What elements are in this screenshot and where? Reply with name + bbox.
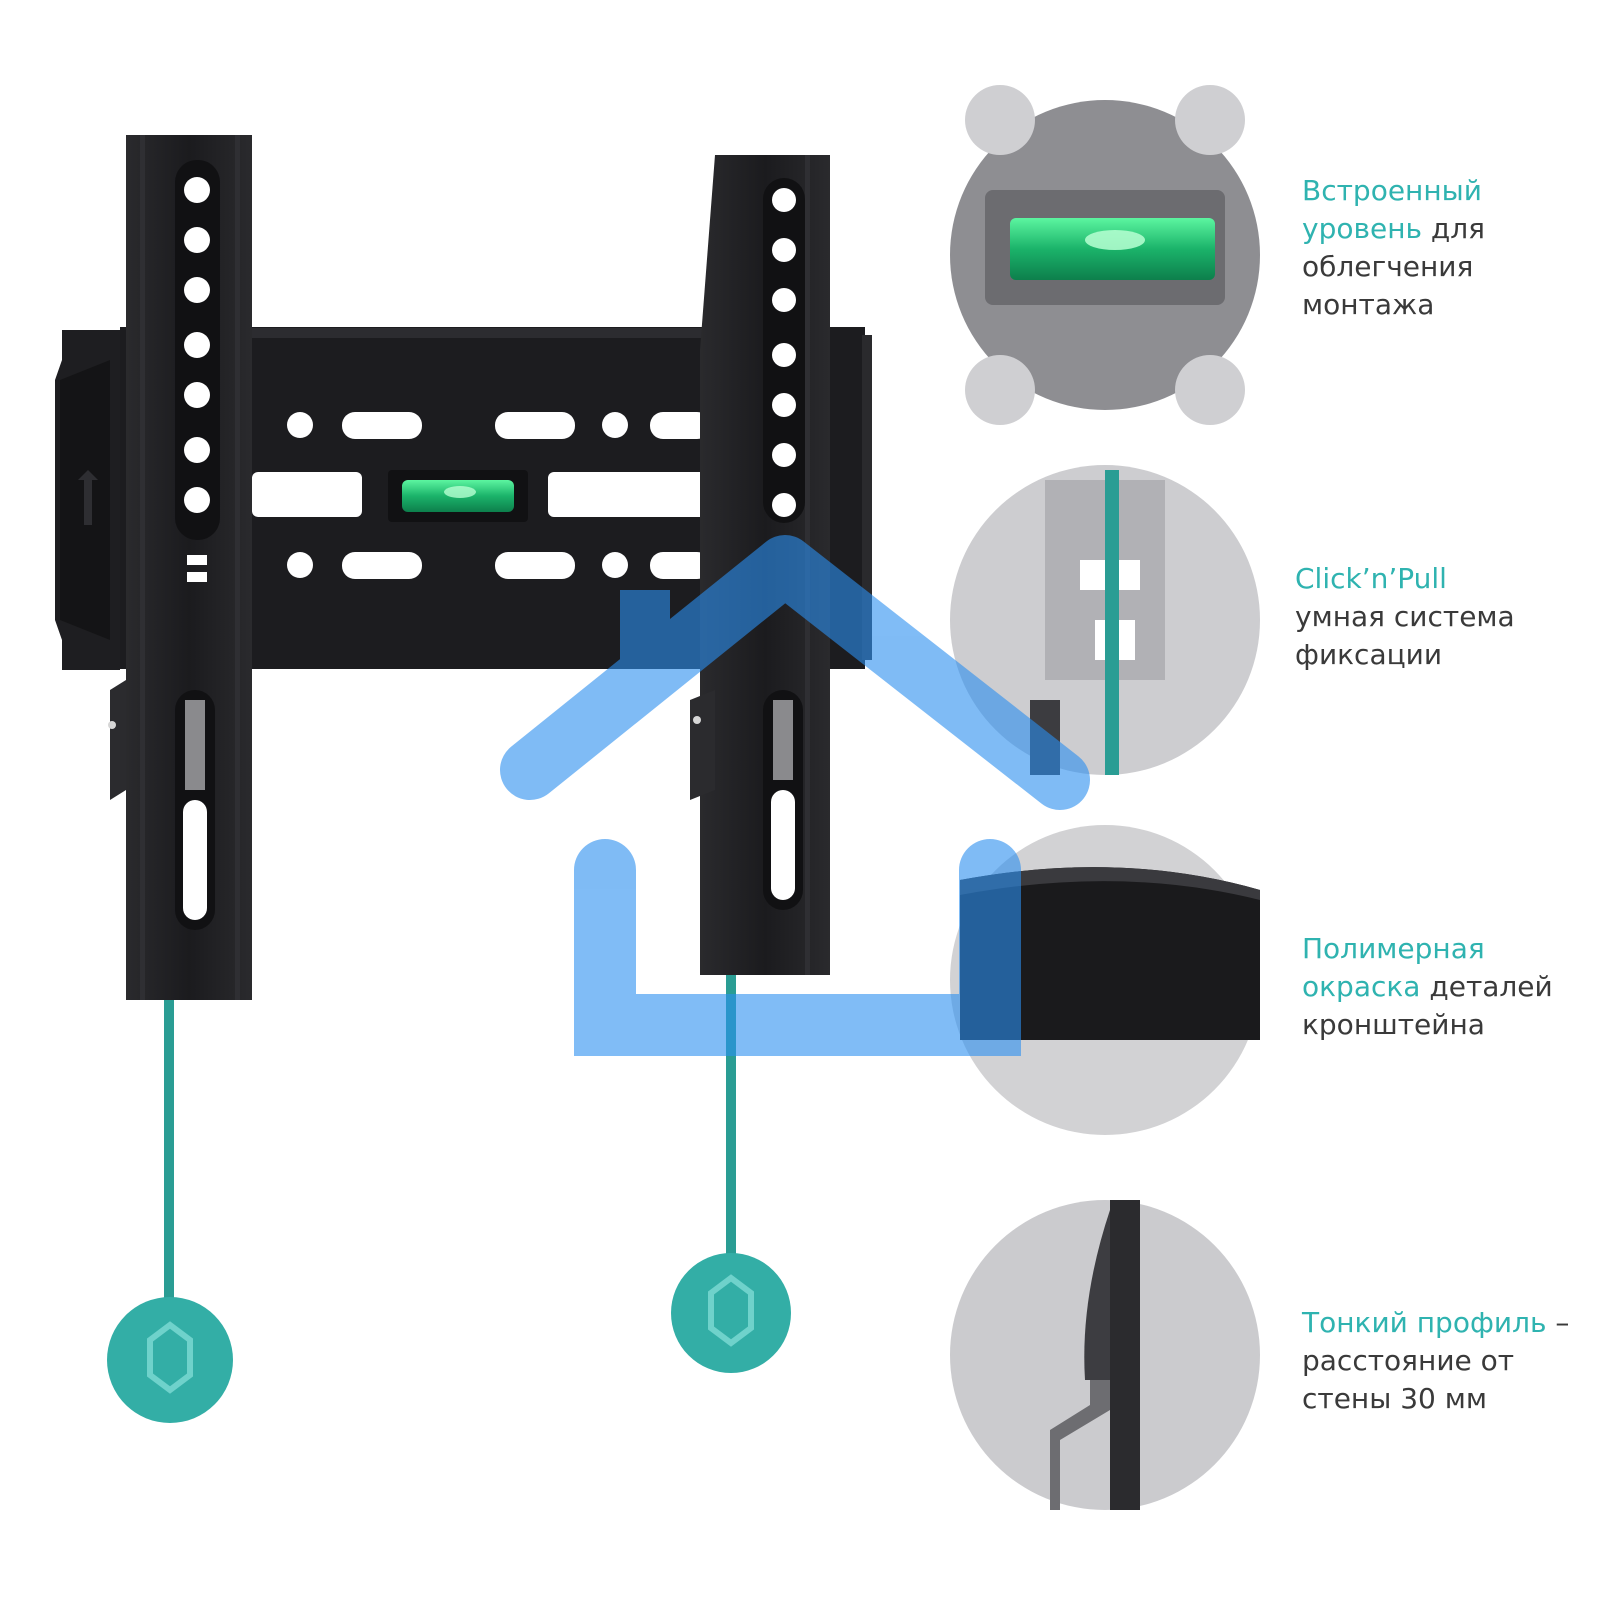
feature-profile-rest2: расстояние от xyxy=(1302,1344,1515,1377)
feature-click-rest1: умная система xyxy=(1295,600,1515,633)
feature-profile-text: Тонкий профиль – расстояние от стены 30 … xyxy=(1302,1304,1569,1418)
pull-strap-left[interactable] xyxy=(107,1000,233,1423)
feature-level-accent: Встроенный xyxy=(1302,174,1482,207)
feature-level-text: Встроенный уровень для облегчения монтаж… xyxy=(1302,172,1485,324)
feature-coating-rest1: деталей xyxy=(1420,970,1553,1003)
feature-profile-rest1: – xyxy=(1546,1306,1570,1339)
feature-click-text: Click’n’Pull умная система фиксации xyxy=(1295,560,1515,674)
detail-circle-thin-profile xyxy=(950,1200,1260,1510)
feature-level-rest1: для xyxy=(1422,212,1486,245)
pull-strap-right[interactable] xyxy=(671,975,791,1373)
feature-coating-text: Полимерная окраска деталей кронштейна xyxy=(1302,930,1553,1044)
feature-level-accent2: уровень xyxy=(1302,212,1423,245)
feature-profile-accent: Тонкий профиль xyxy=(1302,1306,1547,1339)
feature-click-rest2: фиксации xyxy=(1295,638,1443,671)
home-outline-icon xyxy=(500,535,1090,1056)
feature-level-rest3: монтажа xyxy=(1302,288,1435,321)
feature-coating-accent2: окраска xyxy=(1302,970,1421,1003)
feature-click-accent: Click’n’Pull xyxy=(1295,562,1447,595)
detail-circle-click-pull xyxy=(950,465,1260,775)
feature-coating-accent: Полимерная xyxy=(1302,932,1485,965)
detail-circle-level xyxy=(950,85,1260,425)
feature-coating-rest2: кронштейна xyxy=(1302,1008,1485,1041)
detail-circle-coating xyxy=(950,825,1260,1135)
feature-level-rest2: облегчения xyxy=(1302,250,1474,283)
left-vertical-arm xyxy=(108,135,252,1000)
feature-profile-rest3: стены 30 мм xyxy=(1302,1382,1488,1415)
